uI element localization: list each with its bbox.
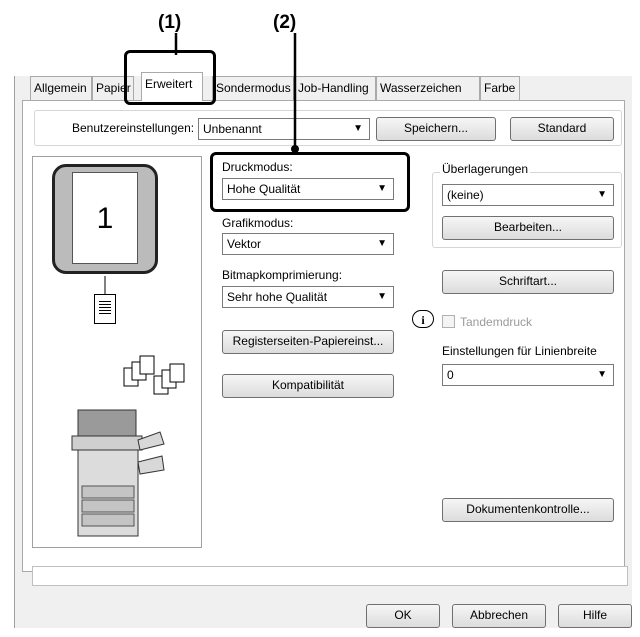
callout-2: (2) xyxy=(273,12,297,33)
chevron-down-icon: ▼ xyxy=(377,238,387,249)
font-button[interactable]: Schriftart... xyxy=(442,270,614,294)
user-settings-value: Unbenannt xyxy=(203,122,262,136)
print-mode-label: Druckmodus: xyxy=(222,160,293,174)
chevron-down-icon: ▼ xyxy=(377,183,387,194)
chevron-down-icon: ▼ xyxy=(597,369,607,380)
tab-farbe[interactable]: Farbe xyxy=(480,76,520,100)
overlays-select[interactable]: (keine) ▼ xyxy=(442,184,614,206)
compatibility-button[interactable]: Kompatibilität xyxy=(222,374,394,398)
printer-icon xyxy=(71,409,165,537)
tab-allgemein[interactable]: Allgemein xyxy=(30,76,92,100)
callout-1-frame xyxy=(124,50,216,105)
line-width-select[interactable]: 0 ▼ xyxy=(442,364,614,386)
chevron-down-icon: ▼ xyxy=(597,189,607,200)
tab-sondermodus[interactable]: Sondermodus xyxy=(212,76,294,100)
collate-copies-icon xyxy=(123,355,185,395)
graphics-mode-label: Grafikmodus: xyxy=(222,216,294,230)
graphics-mode-select[interactable]: Vektor ▼ xyxy=(222,233,394,255)
bitmap-select[interactable]: Sehr hohe Qualität ▼ xyxy=(222,286,394,308)
user-settings-label: Benutzereinstellungen: xyxy=(72,121,195,135)
tab-wasserzeichen[interactable]: Wasserzeichen xyxy=(376,76,480,100)
tab-paper-settings-button[interactable]: Registerseiten-Papiereinst... xyxy=(222,330,394,354)
ok-button[interactable]: OK xyxy=(366,604,440,628)
graphics-mode-value: Vektor xyxy=(227,237,262,251)
overlays-value: (keine) xyxy=(447,188,484,202)
tandem-label: Tandemdruck xyxy=(460,315,533,329)
callout-2-pointer xyxy=(291,33,299,153)
tandem-checkbox[interactable] xyxy=(442,315,455,328)
tab-job-handling[interactable]: Job-Handling xyxy=(294,76,376,100)
chevron-down-icon: ▼ xyxy=(377,291,387,302)
bitmap-label: Bitmapkomprimierung: xyxy=(222,268,343,282)
cancel-button[interactable]: Abbrechen xyxy=(452,604,546,628)
save-button[interactable]: Speichern... xyxy=(376,117,496,141)
print-mode-value: Hohe Qualität xyxy=(227,182,301,196)
document-control-button[interactable]: Dokumentenkontrolle... xyxy=(442,498,614,522)
user-settings-group xyxy=(34,110,622,146)
help-button[interactable]: Hilfe xyxy=(558,604,632,628)
callout-2-frame xyxy=(210,152,410,212)
print-mode-select[interactable]: Hohe Qualität ▼ xyxy=(222,178,394,200)
tab-erweitert[interactable]: Erweitert xyxy=(141,72,203,101)
bitmap-value: Sehr hohe Qualität xyxy=(227,290,328,304)
info-icon: i xyxy=(412,310,434,328)
edit-overlays-button[interactable]: Bearbeiten... xyxy=(442,216,614,240)
default-button[interactable]: Standard xyxy=(510,117,614,141)
user-settings-select[interactable]: Unbenannt ▼ xyxy=(198,118,370,140)
callout-1: (1) xyxy=(158,12,182,33)
tab-papier[interactable]: Papier xyxy=(92,76,134,100)
line-width-label: Einstellungen für Linienbreite xyxy=(442,344,597,358)
overlays-label: Überlagerungen xyxy=(440,162,531,176)
callout-1-pointer xyxy=(174,33,178,55)
document-icon xyxy=(94,294,116,324)
chevron-down-icon: ▼ xyxy=(353,123,363,134)
preview-page: 1 xyxy=(72,172,138,264)
line-width-value: 0 xyxy=(447,368,454,382)
connector-line xyxy=(104,276,106,294)
status-area xyxy=(32,566,628,586)
